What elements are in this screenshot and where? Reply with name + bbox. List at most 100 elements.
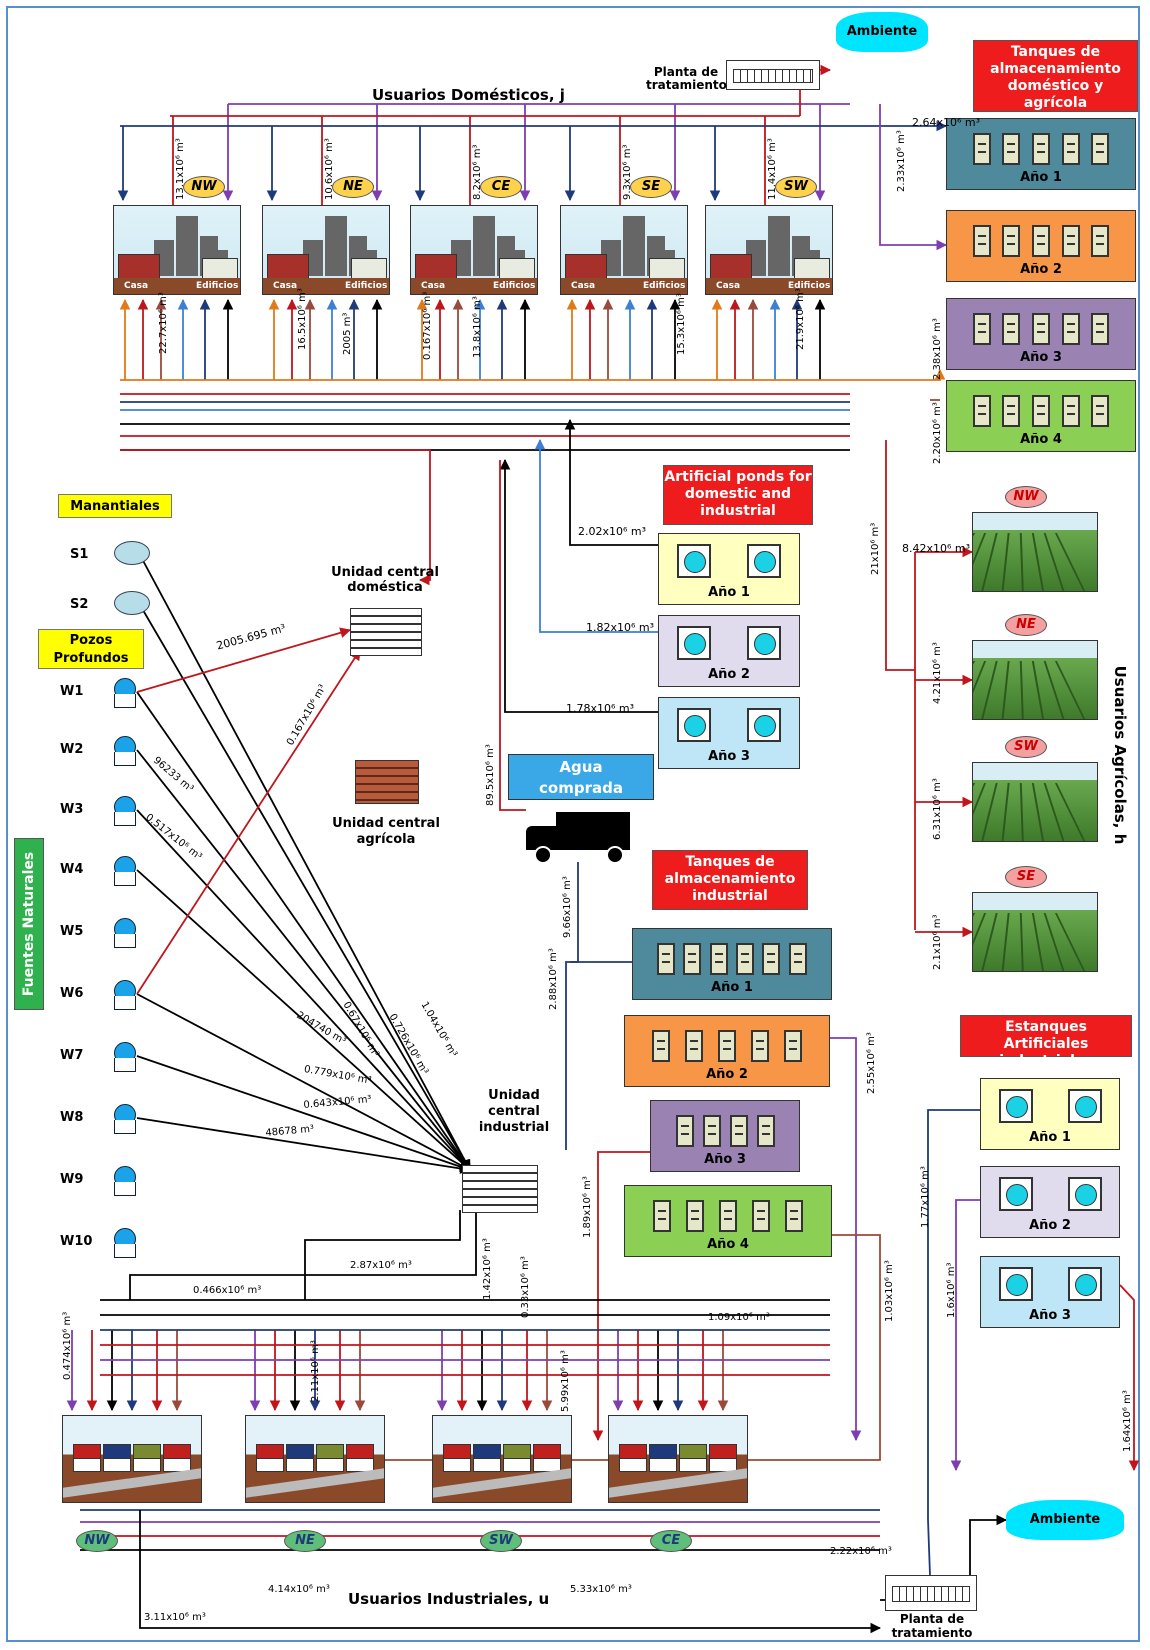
domestic-zone-code-ce: CE <box>480 176 522 198</box>
tank-icon <box>676 1115 694 1147</box>
tank-icon <box>686 1200 704 1232</box>
ind-flow-k: 4.14x10⁶ m³ <box>268 1584 330 1595</box>
art-pond-flow-1: 2.02x10⁶ m³ <box>578 525 646 538</box>
pond-row <box>981 1089 1119 1123</box>
fuentes-text: Fuentes Naturales <box>21 852 37 997</box>
dom-tank-flow-3: 2.38x10⁶ m³ <box>932 318 943 380</box>
central-ind-label: Unidad central industrial <box>478 1088 550 1136</box>
agri-field-nw <box>972 512 1098 592</box>
tank-icon <box>1091 313 1109 345</box>
ind-pond-year-label: Año 2 <box>981 1218 1119 1233</box>
well-icon <box>114 736 136 766</box>
tank-icon <box>1062 133 1080 165</box>
domestic-inflow-nw: 13.1x10⁶ m³ <box>175 138 186 200</box>
w6-to-dom <box>137 650 360 994</box>
ind-central-out2 <box>130 1210 476 1300</box>
pond-icon <box>999 1267 1033 1301</box>
factory-wall <box>286 1458 314 1472</box>
building-shape <box>325 216 347 276</box>
central-dom-icon <box>350 608 422 656</box>
ind-tank-flow-4: 1.03x10⁶ m³ <box>884 1260 895 1322</box>
well-w3-label: W3 <box>60 802 83 817</box>
well-icon <box>114 1228 136 1258</box>
apartment-shape <box>794 258 830 280</box>
tank-icon <box>730 1115 748 1147</box>
art-pond-flow-3: 1.78x10⁶ m³ <box>566 702 634 715</box>
tank-icon <box>657 943 675 975</box>
crop-row <box>1000 783 1009 842</box>
spring-s1-label: S1 <box>70 547 88 562</box>
ind-tank-year-label: Año 1 <box>633 980 831 995</box>
tank-icon <box>1062 225 1080 257</box>
house-shape <box>118 254 160 280</box>
ind-tank-year-4: Año 4 <box>624 1185 832 1257</box>
pond-icon <box>1068 1177 1102 1211</box>
house-shape <box>565 254 607 280</box>
pond-row <box>659 544 799 578</box>
dom-tank-flow-4: 2.20x10⁶ m³ <box>932 402 943 464</box>
tank-icon <box>683 943 701 975</box>
factory-wall <box>503 1458 531 1472</box>
factory-road <box>63 1468 201 1497</box>
agri-flow-se: 2.1x10⁶ m³ <box>932 915 943 970</box>
well-icon <box>114 980 136 1010</box>
tank-icon <box>1002 133 1020 165</box>
well-w4-label: W4 <box>60 862 83 877</box>
factory-wall <box>103 1458 131 1472</box>
flow-truck: 89.5x10⁶ m³ <box>485 744 496 806</box>
tank-row <box>653 943 811 975</box>
edificios-label: Edificios <box>345 281 387 291</box>
tank-icon <box>757 1115 775 1147</box>
ind-flow-c: 1.42x10⁶ m³ <box>482 1238 493 1300</box>
industrial-zone-ce <box>608 1415 748 1503</box>
dom-tank-flow-2: 2.33x10⁶ m³ <box>896 130 907 192</box>
central-dom-label: Unidad central doméstica <box>325 565 445 595</box>
domestic-inflow-ne: 10.6x10⁶ m³ <box>324 138 335 200</box>
well-icon <box>114 918 136 948</box>
ind-pond-year-3: Año 3 <box>980 1256 1120 1328</box>
ambiente-top-label: Ambiente <box>836 12 928 52</box>
industrial-zone-ne <box>245 1415 385 1503</box>
well-w10-label: W10 <box>60 1234 92 1249</box>
ind-flow-a: 2.87x10⁶ m³ <box>350 1260 412 1271</box>
fuentes-naturales-label: Fuentes Naturales <box>14 838 44 1010</box>
tank-icon <box>973 225 991 257</box>
art-pond-year-label: Año 3 <box>659 749 799 764</box>
tank-icon <box>1002 225 1020 257</box>
domestic-inflow-ce: 8.2x10⁶ m³ <box>472 145 483 200</box>
well-w6-label: W6 <box>60 986 83 1001</box>
apartment-shape <box>202 258 238 280</box>
ind-tank-year-1: Año 1 <box>632 928 832 1000</box>
tank-icon <box>718 1030 736 1062</box>
industrial-code-ne: NE <box>284 1530 326 1552</box>
agri-flow-nw: 8.42x10⁶ m³ <box>902 542 970 555</box>
ind-pond-flow-1: 1.77x10⁶ m³ <box>920 1166 931 1228</box>
crop-row <box>1000 533 1009 592</box>
agri-field-se <box>972 892 1098 972</box>
factory-wall <box>679 1458 707 1472</box>
crop-row <box>1044 783 1069 842</box>
factory-wall <box>133 1458 161 1472</box>
casa-label: Casa <box>571 281 595 291</box>
source-to-ind-4 <box>137 810 470 1170</box>
well-icon <box>114 1042 136 1072</box>
crop-row <box>1000 913 1009 972</box>
tank-icon <box>751 1030 769 1062</box>
ind-flow-g: 2.11x10⁶ m³ <box>310 1340 321 1402</box>
planta-top-icon <box>726 60 820 90</box>
domestic-outflow-2: 2005 m³ <box>342 313 353 355</box>
factory-wall <box>316 1458 344 1472</box>
dom-tank-year-3: Año 3 <box>946 298 1136 370</box>
domestic-zone-code-ne: NE <box>332 176 374 198</box>
ind-flow-j: 3.11x10⁶ m³ <box>144 1612 206 1623</box>
pond-row <box>981 1177 1119 1211</box>
crop-row <box>1020 913 1024 972</box>
well-base <box>114 752 136 766</box>
factory-wall <box>73 1458 101 1472</box>
crop-row <box>1032 913 1046 972</box>
tank-icon <box>710 943 728 975</box>
domestic-zone-code-nw: NW <box>183 176 225 198</box>
house-shape <box>415 254 457 280</box>
factory-road <box>609 1468 747 1497</box>
